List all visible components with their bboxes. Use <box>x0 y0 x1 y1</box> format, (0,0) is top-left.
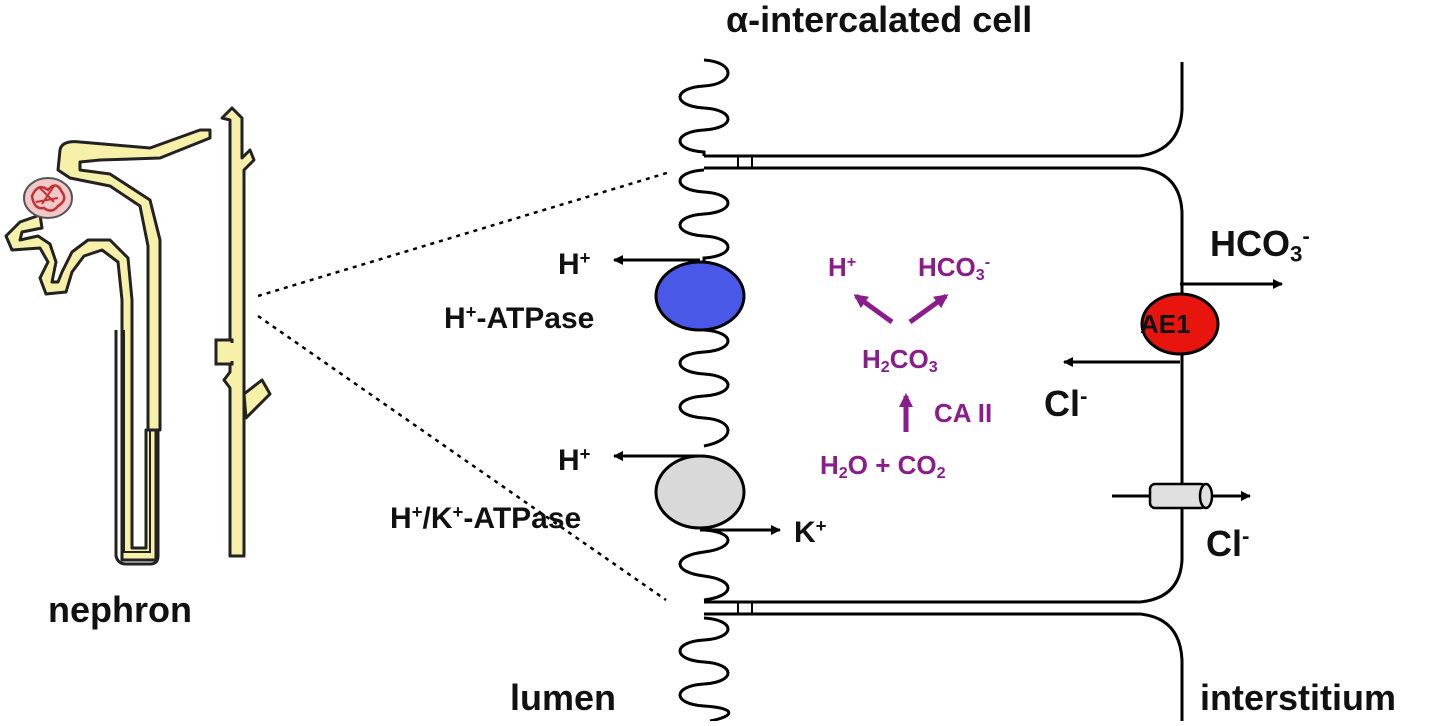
cell-membranes <box>678 58 1184 723</box>
nephron-label: nephron <box>48 589 192 630</box>
h-atpase-pump <box>654 260 746 332</box>
reaction-h2co3-label: H2CO3 <box>862 344 938 377</box>
reaction-enzyme-label: CA II <box>934 398 993 428</box>
ae1-cl-label: Cl- <box>1044 383 1088 424</box>
h-atpase-ion-label: H+ <box>558 246 591 281</box>
apical-membrane-upper <box>678 58 730 156</box>
reaction-h-label: H+ <box>828 252 857 282</box>
hk-atpase-name-label: H+/K+-ATPase <box>390 500 582 535</box>
hk-atpase-k-ion-label: K+ <box>794 514 827 549</box>
glomerulus-icon <box>23 177 73 219</box>
ae1-exchanger <box>1140 292 1220 356</box>
interstitium-label: interstitium <box>1200 677 1397 718</box>
diagram-title: α-intercalated cell <box>726 0 1033 40</box>
h-atpase-name-label: H+-ATPase <box>444 300 595 335</box>
basolateral-membrane-cell <box>1139 166 1184 604</box>
basolateral-membrane-lower <box>1139 612 1184 721</box>
basolateral-membrane-upper <box>1139 62 1184 158</box>
apical-membrane-lower <box>678 616 731 723</box>
zoom-line-top <box>257 170 671 298</box>
reaction-reactants-label: H2O + CO2 <box>820 450 946 483</box>
nephron-tubule <box>56 128 212 432</box>
reaction-hco3-label: HCO3- <box>918 252 991 285</box>
ae1-hco3-label: HCO3- <box>1210 223 1310 267</box>
apical-membrane-cell <box>678 168 730 602</box>
zoom-line-bottom <box>257 314 667 602</box>
cl-channel-label: Cl- <box>1206 523 1250 564</box>
cl-channel <box>1112 482 1251 510</box>
hk-atpase-pump <box>654 454 746 530</box>
reaction-arrows <box>853 293 949 432</box>
nephron-illustration <box>4 106 272 566</box>
collecting-duct <box>220 106 272 558</box>
ae1-label: AE1 <box>1140 309 1191 339</box>
lumen-label: lumen <box>510 677 617 718</box>
proximal-tubule <box>4 213 158 562</box>
hk-atpase-h-ion-label: H+ <box>558 442 591 477</box>
